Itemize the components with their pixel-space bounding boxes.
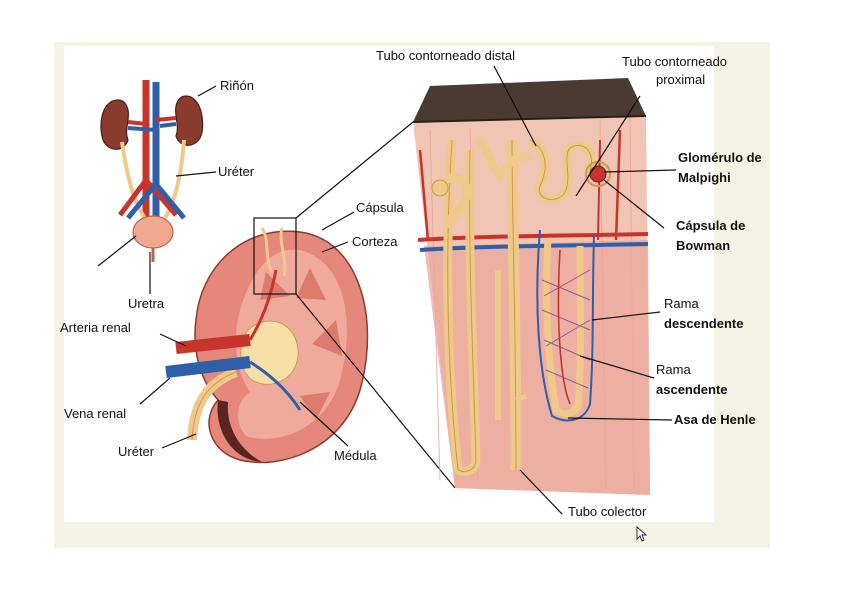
nephron-tissue-block xyxy=(412,78,650,495)
mouse-pointer-icon xyxy=(636,526,648,542)
label-rama-descendente-line1: Rama xyxy=(664,296,699,311)
label-uretra: Uretra xyxy=(128,296,165,311)
label-tubo-colector: Tubo colector xyxy=(568,504,647,519)
label-capsula-bowman-line2: Bowman xyxy=(676,238,730,253)
label-asa-henle: Asa de Henle xyxy=(674,412,756,427)
label-rama-ascendente-line1: Rama xyxy=(656,362,691,377)
label-arteria-renal: Arteria renal xyxy=(60,320,131,335)
label-capsula: Cápsula xyxy=(356,200,404,215)
label-ureter-top: Uréter xyxy=(218,164,255,179)
label-tubo-distal: Tubo contorneado distal xyxy=(376,48,515,63)
label-glomerulo-line2: Malpighi xyxy=(678,170,731,185)
label-vena-renal: Vena renal xyxy=(64,406,126,421)
label-capsula-bowman-line1: Cápsula de xyxy=(676,218,745,233)
label-leader-lines xyxy=(97,65,677,515)
label-rama-descendente-line2: descendente xyxy=(664,316,743,331)
label-tubo-proximal-line2: proximal xyxy=(656,72,705,87)
label-tubo-proximal-line1: Tubo contorneado xyxy=(622,54,727,69)
label-rama-ascendente-line2: ascendente xyxy=(656,382,728,397)
urinary-system-illustration xyxy=(100,80,204,262)
label-medula: Médula xyxy=(334,448,377,463)
kidney-cross-section xyxy=(165,217,369,464)
label-rinon: Riñón xyxy=(220,78,254,93)
label-corteza: Corteza xyxy=(352,234,398,249)
label-glomerulo-line1: Glomérulo de xyxy=(678,150,762,165)
label-ureter-bottom: Uréter xyxy=(118,444,155,459)
